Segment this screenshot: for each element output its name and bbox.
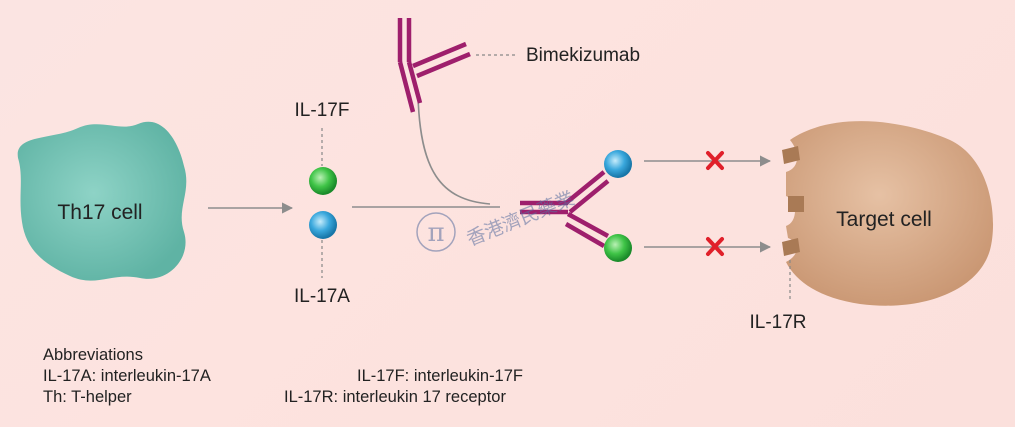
- il17f-ball: [309, 167, 337, 195]
- bound-antibody-icon: [520, 170, 610, 248]
- target-cell-label: Target cell: [836, 208, 932, 231]
- abbr-il17r: IL-17R: interleukin 17 receptor: [284, 388, 506, 406]
- il17r-label: IL-17R: [749, 312, 806, 333]
- il17r-receptor-top: [782, 146, 800, 164]
- bound-il17a-ball: [604, 150, 632, 178]
- abbr-il17a: IL-17A: interleukin-17A: [43, 367, 211, 385]
- antibody-path-curve: [417, 94, 491, 205]
- watermark-logo: π: [427, 218, 444, 248]
- il17a-label: IL-17A: [294, 286, 350, 307]
- target-cell-shape: [786, 121, 994, 306]
- il17a-ball: [309, 211, 337, 239]
- bimekizumab-label: Bimekizumab: [526, 45, 640, 66]
- abbr-th: Th: T-helper: [43, 388, 132, 406]
- block-x-icon-bottom: [706, 237, 724, 256]
- abbr-il17f: IL-17F: interleukin-17F: [357, 367, 523, 385]
- il17r-receptor-bottom: [782, 238, 800, 256]
- abbreviations-title: Abbreviations: [43, 346, 143, 364]
- watermark-logo-icon: [416, 212, 456, 252]
- th17-cell-shape: [17, 121, 187, 281]
- bound-il17f-ball: [604, 234, 632, 262]
- bimekizumab-antibody-icon: [397, 18, 471, 113]
- il17f-label: IL-17F: [295, 100, 350, 121]
- il17r-receptor-mid: [788, 196, 804, 212]
- watermark: π 香港濟民藥業: [416, 188, 578, 252]
- th17-cell-label: Th17 cell: [57, 201, 142, 224]
- watermark-text: 香港濟民藥業: [464, 188, 578, 251]
- block-x-icon-top: [706, 151, 724, 170]
